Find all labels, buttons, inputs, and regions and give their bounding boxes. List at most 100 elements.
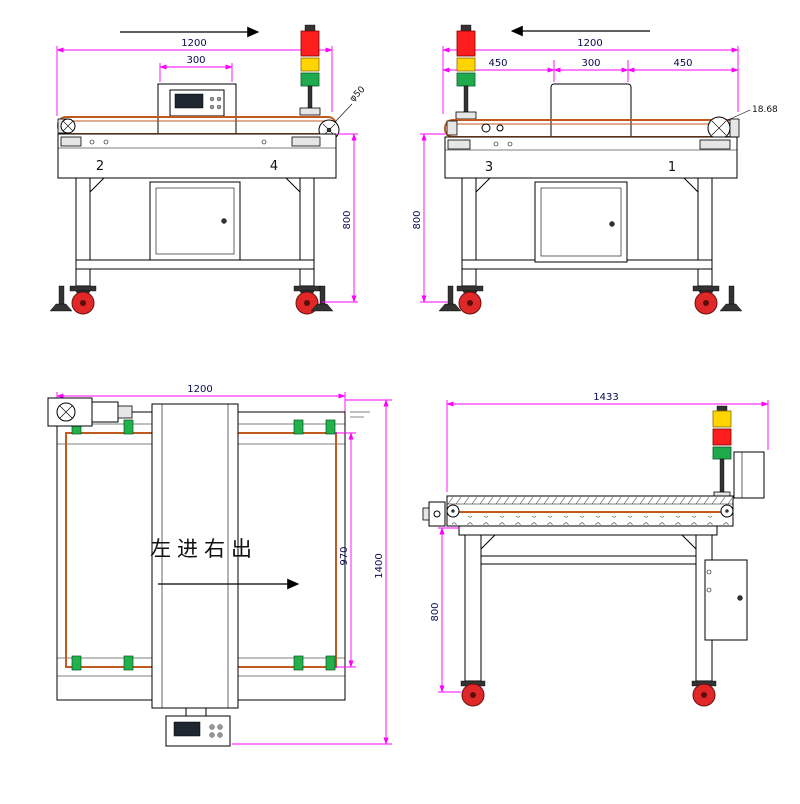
motor-cap (729, 118, 740, 138)
pulley-leader-line (334, 103, 353, 123)
belt-guide-blocks (71, 419, 336, 671)
rear-drive-pulley: 18.68 (707, 105, 778, 140)
stretcher (75, 259, 315, 270)
front-view: 1200 300 (49, 24, 368, 315)
front-stand (75, 177, 315, 287)
front-dim-width: 1200 (56, 38, 333, 116)
gusset (680, 534, 697, 551)
tower-pole (307, 85, 313, 109)
panel-button (217, 724, 223, 730)
dim-label: 800 (430, 602, 441, 621)
dim-label: 1433 (593, 392, 618, 403)
panel-button (216, 104, 222, 110)
display-screen (174, 93, 204, 109)
rear-dim-height: 800 (412, 133, 448, 303)
dim-label: 1200 (181, 38, 206, 49)
tower-cap (304, 24, 316, 32)
panel-button (217, 732, 223, 738)
belt-guide-block (123, 655, 134, 671)
plan-view: 1200 (47, 384, 392, 747)
caster-plate (293, 285, 321, 292)
lamp-yellow (712, 410, 732, 428)
leveling-foot-pad (438, 303, 462, 312)
belt-guide-block (293, 655, 304, 671)
dim-label: 970 (339, 546, 350, 565)
lamp-red (300, 30, 320, 57)
leveling-foot-pad (719, 303, 743, 312)
leg (75, 177, 91, 287)
gusset (682, 177, 699, 194)
leveling-foot (728, 285, 735, 307)
belt-guide-block (123, 419, 134, 435)
wheel-hub (703, 300, 709, 306)
side-dim-width: 1433 (446, 392, 769, 492)
caster-plate (456, 285, 484, 292)
front-conveyor-frame: 2 4 (57, 133, 337, 179)
belt-guide-block (293, 419, 304, 435)
dim-label: 450 (488, 58, 507, 69)
control-panel-plan (165, 707, 231, 747)
frame-number-left: 3 (485, 160, 493, 175)
drive-motor (47, 397, 133, 427)
wheel-hub (467, 300, 473, 306)
belt-guide-block (325, 655, 336, 671)
cabinet-door (540, 187, 622, 257)
panel-button (209, 724, 215, 730)
panel-button (209, 104, 215, 110)
side-view: 1433 (422, 392, 769, 707)
frame-number-left: 2 (96, 159, 104, 174)
caster-plate (69, 285, 97, 292)
panel-button (209, 96, 215, 102)
pulley-label: φ50 (348, 85, 368, 105)
side-stand (458, 525, 748, 682)
caster-plate (692, 285, 720, 292)
front-casters (49, 285, 334, 315)
side-conveyor-bed (446, 495, 734, 527)
tower-pole (463, 85, 469, 113)
cross-member (480, 555, 697, 565)
roller-row (452, 516, 730, 525)
front-dim-head: 300 (159, 55, 233, 82)
leg (461, 177, 477, 287)
tower-cap (460, 24, 472, 32)
door-handle (737, 595, 743, 601)
plan-dim-belt: 970 (336, 432, 356, 668)
frame-number-right: 1 (668, 160, 676, 175)
gusset (475, 177, 492, 194)
lamp-red (456, 30, 476, 57)
belt-guide-block (71, 655, 82, 671)
gusset (284, 177, 301, 194)
side-casters (460, 680, 717, 707)
wheel-hub (470, 692, 476, 698)
rear-dim-segments: 450 300 450 (442, 58, 739, 82)
dim-label: 800 (412, 210, 423, 229)
leg (299, 177, 315, 287)
bed-hatch (448, 497, 732, 504)
annotation-marks (350, 411, 370, 418)
front-signal-tower (299, 24, 321, 116)
rear-view: 1200 450 300 450 (412, 24, 778, 315)
lamp-green (300, 72, 320, 87)
dim-label: 300 (581, 58, 600, 69)
dim-label: 1200 (577, 38, 602, 49)
leveling-foot-pad (49, 303, 73, 312)
panel-button (216, 96, 222, 102)
front-dim-height: 800 (322, 133, 358, 303)
front-right-pulley: φ50 (318, 85, 368, 141)
leveling-foot (319, 285, 326, 307)
leveling-foot-pad (310, 303, 334, 312)
panel-button (209, 732, 215, 738)
rear-signal-tower (455, 24, 477, 120)
leg (464, 534, 482, 682)
tower-bracket (299, 107, 321, 116)
leveling-foot (447, 285, 454, 307)
panel-neck (185, 707, 207, 717)
wheel-hub (304, 300, 310, 306)
belt-guide-block (325, 419, 336, 435)
tower-cap (716, 405, 728, 412)
rear-conveyor-frame: 3 1 (444, 136, 738, 179)
tower-bracket (455, 111, 477, 120)
lamp-yellow (300, 57, 320, 72)
lamp-yellow (456, 57, 476, 72)
